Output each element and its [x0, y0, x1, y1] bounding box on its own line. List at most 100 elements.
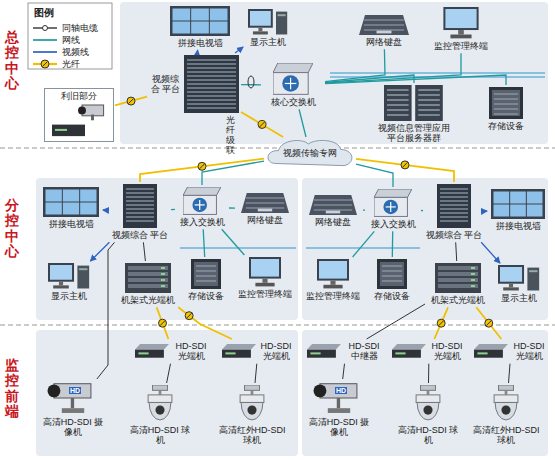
path-shape [268, 140, 352, 165]
device-node: 拼接电视墙 [40, 186, 102, 230]
connector [235, 47, 243, 53]
device-node: 机架式光端机 [426, 262, 490, 306]
legend-text: 网线 [62, 34, 80, 47]
rect-shape [126, 188, 154, 190]
line-shape [390, 202, 391, 212]
device-label: 拼接电视墙 [49, 219, 94, 229]
connector [421, 210, 423, 211]
fiber-symbol [485, 319, 493, 327]
device-label: 高清HD-SDI 球机 [128, 425, 192, 446]
line-shape [246, 198, 284, 199]
device-label: 机架式光端机 [431, 295, 485, 305]
rect-shape [187, 91, 236, 93]
opt-icon [222, 344, 256, 358]
term-icon [245, 257, 285, 287]
connector [91, 242, 110, 261]
path-shape [241, 402, 263, 419]
rect-shape [126, 212, 154, 214]
rack-icon [125, 263, 171, 293]
device-label: 拼接电视墙 [178, 38, 223, 48]
line-shape [33, 39, 57, 41]
device-node: 视频综合 平台 [110, 183, 170, 241]
rect-shape [392, 350, 421, 358]
line-shape [494, 104, 518, 105]
rect-shape [138, 353, 148, 355]
connector [222, 229, 245, 255]
sw-icon [183, 187, 221, 215]
stor-icon [377, 259, 407, 289]
device-node: HD-SDI 光端机 [134, 340, 212, 363]
path-shape [417, 402, 439, 419]
rect-shape [170, 6, 230, 36]
rect-shape [153, 385, 168, 390]
circle-shape [314, 384, 327, 397]
rect-shape [489, 87, 523, 119]
connector [356, 159, 454, 182]
device-label: 高清HD-SDI 球机 [396, 425, 460, 446]
rect-shape [52, 125, 85, 137]
rect-shape [161, 273, 165, 275]
band-label: 总控中心 [5, 30, 19, 92]
fiber-symbol [198, 162, 206, 170]
dome-icon [235, 385, 269, 423]
device-label: 核心交换机 [271, 97, 316, 107]
stor-icon [191, 259, 221, 289]
legend-sample [32, 47, 58, 57]
device-node: 核心交换机 [262, 62, 324, 108]
rect-shape [191, 9, 209, 21]
network-cloud: 视频传输专网 [265, 138, 355, 168]
rect-shape [499, 385, 514, 390]
device-node: 高清红外HD-SDI 球机 [466, 384, 546, 447]
rect-shape [187, 95, 236, 97]
device-node: 拼接电视墙 [488, 188, 548, 232]
rect-shape [46, 190, 62, 202]
line-shape [200, 164, 205, 169]
circle-shape [78, 107, 86, 115]
rect-shape [491, 189, 545, 219]
device-label: 网络键盘 [247, 215, 283, 225]
circle-shape [185, 312, 193, 320]
rect-shape [503, 287, 519, 290]
rect-shape [222, 350, 251, 358]
band-region: 分控中心拼接电视墙视频综合 平台接入交换机网络键盘显示主机机架式光端机存储设备监… [0, 170, 555, 324]
device-node: 拼接电视墙 [160, 5, 240, 49]
rect-shape [251, 390, 254, 395]
connector [229, 207, 235, 208]
panel [36, 178, 298, 320]
rect-shape [529, 270, 537, 272]
connector [428, 364, 429, 383]
rect-shape [471, 279, 475, 281]
rect-shape [128, 278, 168, 282]
pc-icon [248, 9, 288, 35]
rect-shape [418, 109, 440, 111]
opt-icon [307, 344, 341, 358]
circle-shape [282, 75, 299, 92]
line-shape [187, 313, 192, 318]
line-shape [382, 266, 402, 267]
legend-sample [32, 23, 58, 33]
term-icon [313, 259, 353, 289]
rect-shape [471, 273, 475, 275]
circle-shape [127, 97, 135, 105]
device-label: 高清HD-SDI 摄像机 [307, 417, 371, 438]
device-node: 高清HD-SDI 球机 [127, 384, 193, 447]
rect-shape [505, 390, 508, 395]
polygon-shape [183, 187, 221, 195]
device-label: 视频综合 平台 [112, 230, 169, 240]
fiber-symbol [159, 319, 167, 327]
device-node: HD-SDI 光端机 [222, 340, 294, 363]
device-label: 监控管理终端 [306, 291, 360, 301]
circle-shape [155, 406, 164, 415]
legend-text: 同轴电缆 [62, 22, 98, 35]
device-label: 显示主机 [250, 37, 286, 47]
line-shape [314, 200, 352, 201]
band-region: 监控前端HD-SDI 光端机HD-SDI 光端机高清HD-SDI 摄像机高清HD… [0, 326, 555, 460]
rect-shape [509, 284, 513, 288]
rect-shape [253, 31, 268, 34]
device-label: 网络键盘 [315, 217, 351, 227]
rect-shape [128, 266, 168, 270]
rect-shape [273, 73, 308, 95]
rect-shape [307, 350, 336, 358]
rect-shape [191, 259, 221, 289]
device-node: 存储设备 [478, 86, 534, 132]
